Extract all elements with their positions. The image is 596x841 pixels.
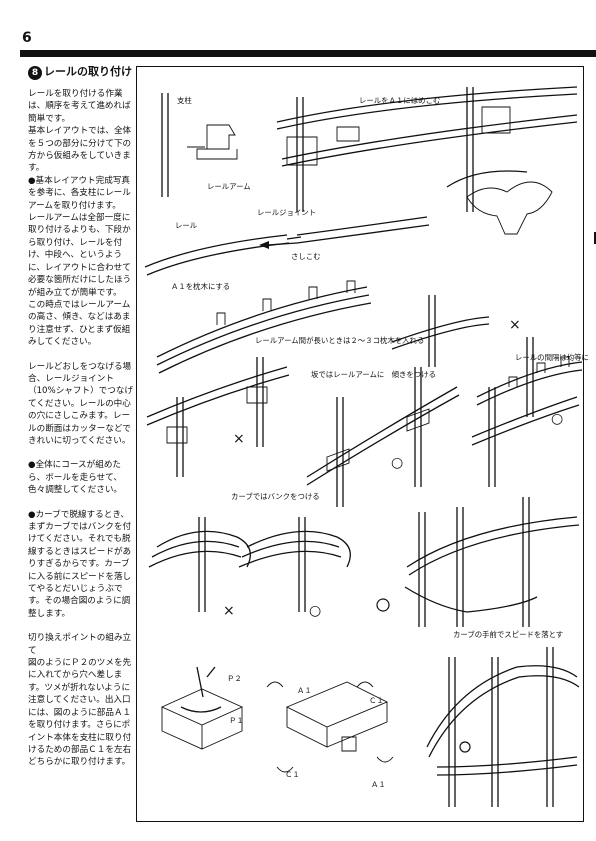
label-rail-arm: レールアーム <box>207 182 251 191</box>
section-title: レールの取り付け <box>44 65 132 78</box>
good-mark: ○ <box>551 411 564 427</box>
paragraph: ●基本レイアウト完成写真を参考に、各支柱にレールアームを取り付けます。 <box>28 175 131 211</box>
label-even-spacing: レールの間隔は均等に <box>515 353 589 362</box>
top-rule <box>20 50 596 57</box>
label-slope: 坂ではレールアームに 傾きをつける <box>311 370 436 379</box>
label-rail-joint: レールジョイント <box>257 208 317 217</box>
paragraph: この時点ではレールアームの高さ、傾き、などはあまり注意せず、ひとまず仮組みしてく… <box>28 299 131 348</box>
bad-mark: × <box>223 603 235 619</box>
label-slow-down: カーブの手前でスピードを落とす <box>453 630 564 639</box>
spacer <box>28 497 134 509</box>
page-number: 6 <box>22 30 32 46</box>
good-mark: ○ <box>391 455 404 471</box>
arm-attach-illustration <box>161 86 578 212</box>
paragraph: レールどおしをつなげる場合、レールジョイント（10%シャフト）でつなげてください… <box>28 361 134 446</box>
spacer <box>28 620 134 632</box>
label-post: 支柱 <box>177 96 192 105</box>
illustrations <box>144 86 583 807</box>
illustration-frame: 支柱 レールをＡ１にはめこむ レールアーム レール レールジョイント さしこむ … <box>136 66 589 822</box>
label-c1: Ｃ１ <box>369 696 384 705</box>
slowdown-illustration <box>426 647 580 807</box>
bad-mark: × <box>233 431 245 447</box>
spacer <box>28 349 134 361</box>
paragraph: ●カーブで脱線するとき、まずカーブではバンクを付けてください。それでも脱線すると… <box>28 509 132 619</box>
section-number-badge: 8 <box>28 66 42 80</box>
label-p2: Ｐ２ <box>227 674 242 683</box>
rail-joint-illustration <box>144 170 553 276</box>
label-a1: Ａ１ <box>297 686 312 695</box>
bank-illustration <box>148 497 580 627</box>
paragraph: 基本レイアウトでは、全体を５つの部分に分けて下の方から仮組みをしていきます。 <box>28 126 132 174</box>
paragraph: ●全体にコースが組めたら、ボールを走らせて、色々調整してください。 <box>28 460 123 496</box>
edge-mark <box>594 232 596 244</box>
paragraph: レールを取り付ける作業は、順序を考えて進めれば簡単です。 <box>28 89 131 124</box>
paragraph: 図のようにＰ２のツメを先に入れてから穴へ差します。ツメが折れないように注意してく… <box>28 658 132 768</box>
label-rail: レール <box>175 221 198 230</box>
label-a1-sleeper: Ａ１を枕木にする <box>171 282 231 291</box>
spacer <box>28 447 134 459</box>
switch-point-illustration <box>160 666 394 773</box>
subheading: 切り換えポイントの組み立て <box>28 633 132 656</box>
sleeper-illustration <box>156 280 583 417</box>
paragraph: レールアームは全部一度に取り付けるよりも、下段から取り付け、レールを付け、中段へ… <box>28 213 132 298</box>
label-insert: さしこむ <box>291 252 321 261</box>
label-bank: カーブではバンクをつける <box>231 492 320 501</box>
bad-mark: × <box>509 317 521 333</box>
slope-illustration <box>146 357 580 507</box>
label-a1-b: Ａ１ <box>371 780 386 789</box>
label-p1: Ｐ１ <box>229 716 244 725</box>
good-mark: ○ <box>309 603 322 619</box>
label-long-gap: レールアーム間が長いときは２～３コ枕木を入れる <box>255 336 425 345</box>
label-fit-a1: レールをＡ１にはめこむ <box>359 96 441 105</box>
label-c1-b: Ｃ１ <box>285 770 300 779</box>
